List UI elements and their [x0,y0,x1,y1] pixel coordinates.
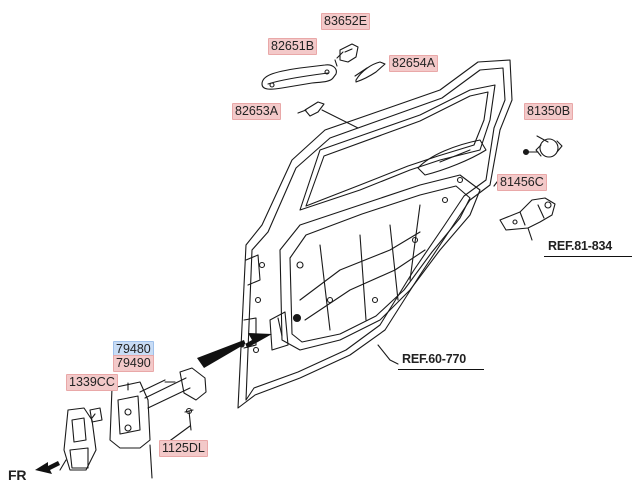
bolt-1125DL [184,407,194,431]
ref-underline-60-770 [398,369,484,370]
label-81350B[interactable]: 81350B [524,103,574,120]
label-81456C[interactable]: 81456C [497,174,547,191]
label-82654A[interactable]: 82654A [389,55,439,72]
front-direction-label: FR [8,467,27,483]
label-79490[interactable]: 79490 [113,355,154,372]
ref-underline-81-834 [544,256,632,257]
handle-base-82653A [304,101,325,117]
label-79480[interactable]: 79480 [113,341,154,358]
door-panel [237,59,513,409]
ref-label-60-770[interactable]: REF.60-770 [402,352,467,366]
outside-handle-82651B [261,64,337,90]
hinge-plate [63,407,97,471]
ref-label-81-834[interactable]: REF.81-834 [548,239,613,253]
latch-assembly-81456C [499,197,556,231]
label-1339CC[interactable]: 1339CC [66,374,118,391]
latch-81350B [522,138,563,158]
front-arrow-icon [35,461,60,474]
label-82653A[interactable]: 82653A [232,103,282,120]
handle-cover-83652E [339,43,359,63]
door-checker-79480 [109,367,207,449]
label-83652E[interactable]: 83652E [321,13,371,30]
label-1125DL[interactable]: 1125DL [159,440,208,457]
assembly-arrow [197,333,272,368]
label-82651B[interactable]: 82651B [268,38,318,55]
bolt-1339CC [89,407,103,423]
